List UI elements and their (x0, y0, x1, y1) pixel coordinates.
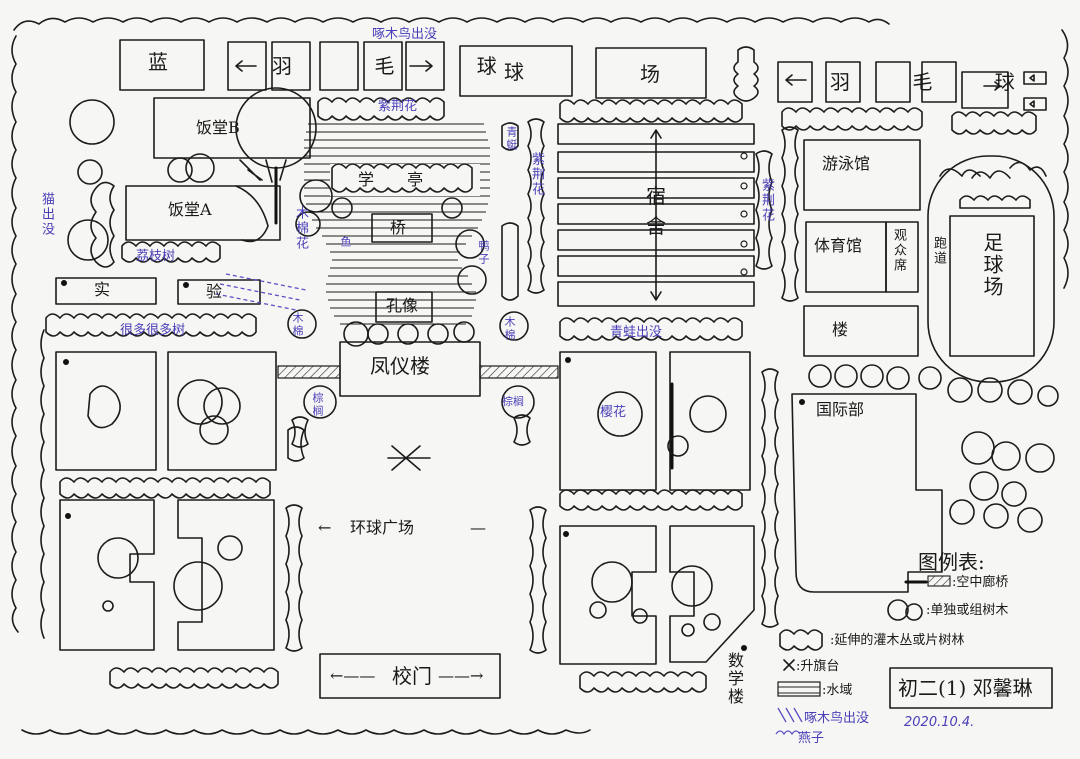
note-purple-flower-top: 紫荆花 (378, 99, 418, 114)
label-football: 足球场 (980, 232, 1004, 298)
label-gymnasium: 体育馆 (814, 236, 863, 255)
note-purple-flower-mid: 紫荆花 (529, 152, 544, 197)
label-international: 国际部 (816, 400, 865, 419)
label-experiment-2: 验 (206, 282, 223, 301)
label-canteen-b: 饭堂B (196, 118, 240, 137)
legend-flag: :升旗台 (796, 659, 840, 674)
label-basketball: 蓝 (148, 50, 168, 74)
label-chang: 场 (640, 62, 660, 86)
arrow-right: — (470, 518, 486, 537)
label-global-square: 环球广场 (350, 518, 415, 537)
note-lychee: 荔枝树 (136, 249, 176, 264)
legend-bridge: :空中廊桥 (952, 575, 1009, 590)
label-building: 楼 (832, 320, 849, 339)
note-qingting: 青蜓 (505, 126, 518, 152)
legend-woodpecker: 啄木鸟出没 (804, 711, 870, 726)
label-experiment-1: 实 (94, 280, 111, 299)
label-study-pavilion: 学 亭 (358, 170, 438, 189)
note-woodpecker-top: 啄木鸟出没 (372, 27, 438, 42)
note-many-trees: 很多很多树 (120, 323, 186, 338)
note-palm-2: 棕榈 (502, 395, 524, 408)
note-frog: 青蛙出没 (610, 325, 663, 340)
note-kapok-2: 木棉 (291, 312, 304, 338)
note-cat: 猫出没 (39, 192, 54, 237)
label-fengyi-building: 凤仪楼 (370, 354, 430, 378)
label-stands: 观众席 (891, 228, 906, 273)
label-dorm-2: 舍 (646, 214, 666, 238)
label-natatorium: 游泳馆 (822, 154, 871, 173)
legend-swallow: 燕子 (798, 731, 825, 746)
legend-bush: :延伸的灌木丛或片树林 (830, 633, 965, 648)
legend-title: 图例表: (918, 550, 985, 574)
note-fish: 鱼 (339, 236, 352, 249)
note-kapok-1: 木棉花 (293, 206, 308, 251)
label-bridge: 桥 (390, 218, 407, 237)
label-track: 跑道 (931, 236, 946, 266)
label-badminton-right: 羽 毛 球 (830, 70, 1043, 94)
label-qiu: 球 (504, 60, 524, 84)
gate-arrow-left: ←—— (330, 666, 376, 685)
note-cherry: 樱花 (600, 405, 627, 420)
legend-tree: :单独或组树木 (926, 603, 1009, 618)
label-school-gate: 校门 (392, 664, 432, 688)
label-canteen-a: 饭堂A (168, 200, 212, 219)
date: 2020.10.4. (904, 715, 975, 730)
label-badminton-left: 羽 毛 球 (272, 54, 535, 78)
arrow-left: ← (318, 518, 332, 537)
outer-bush-border (11, 17, 1069, 735)
label-confucius: 孔像 (386, 296, 419, 315)
legend-water: :水域 (822, 683, 853, 698)
note-duck: 鸭子 (477, 240, 490, 266)
label-dorm-1: 宿 (646, 184, 666, 208)
gate-arrow-right: ——→ (438, 666, 484, 685)
note-kapok-3: 木棉 (503, 316, 516, 342)
signature: 初二(1) 邓馨琳 (898, 676, 1033, 700)
note-palm-1: 棕榈 (311, 392, 324, 418)
note-purple-flower-right: 紫荆花 (759, 178, 774, 223)
label-math-building: 数学楼 (725, 652, 744, 706)
